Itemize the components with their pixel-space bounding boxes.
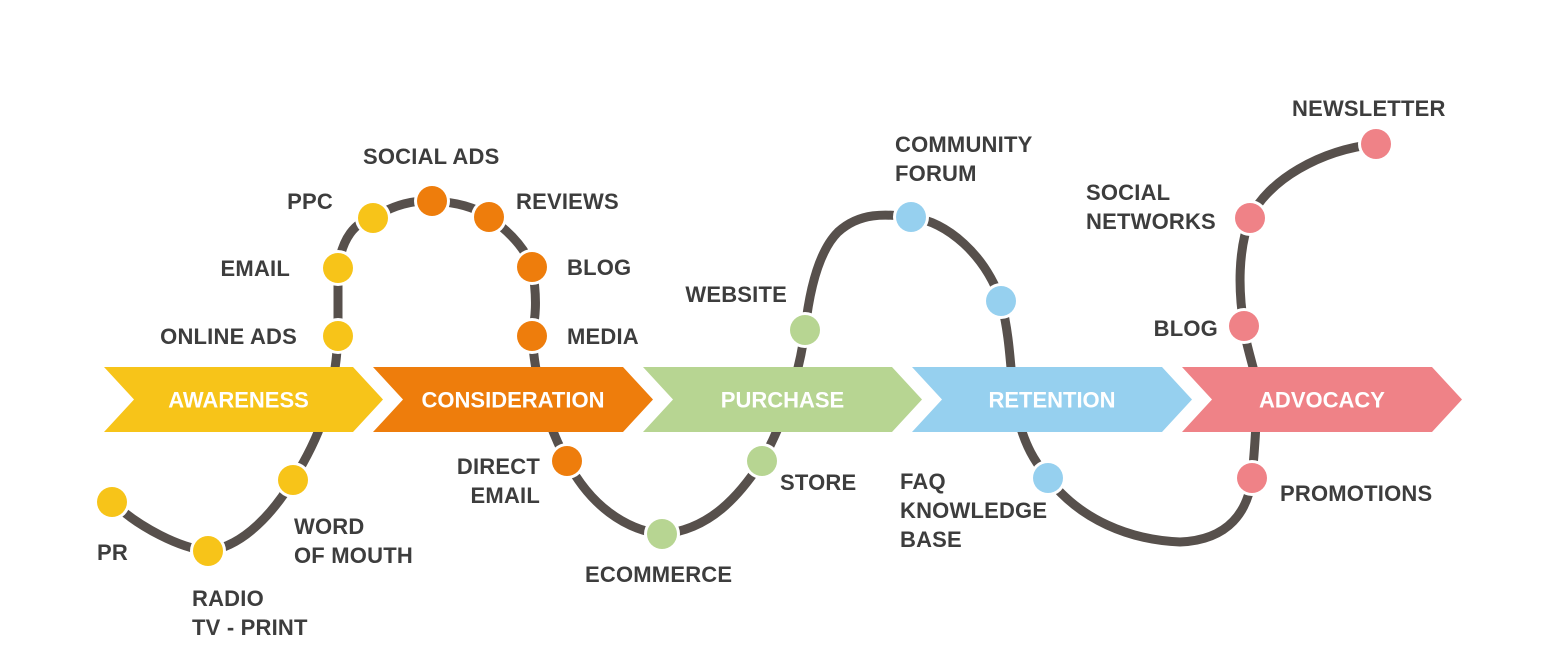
touchpoint-label-line: REVIEWS (516, 189, 619, 214)
touchpoint-label-line: WORD (294, 514, 364, 539)
touchpoint-label-line: EMAIL (221, 256, 290, 281)
touchpoint-dot-social-ads (417, 186, 447, 216)
touchpoint-label-line: STORE (780, 470, 856, 495)
stage-label-retention: RETENTION (988, 388, 1115, 413)
touchpoint-dot-faq (1033, 463, 1063, 493)
touchpoint-label-line: SOCIAL (1086, 180, 1170, 205)
stage-arrows: AWARENESS CONSIDERATION PURCHASE RETENTION A… (104, 367, 1462, 432)
touchpoint-dots (94, 126, 1394, 569)
touchpoint-label-website: WEBSITE (685, 282, 787, 307)
touchpoint-label-line: COMMUNITY (895, 132, 1033, 157)
touchpoint-dot-website (790, 315, 820, 345)
touchpoint-label-email: EMAIL (221, 256, 290, 281)
stage-arrow-awareness (104, 367, 383, 432)
stage-label-advocacy: ADVOCACY (1259, 388, 1385, 413)
stage-arrow-consideration (373, 367, 653, 432)
touchpoint-dot-email (323, 253, 353, 283)
touchpoint-label-radio: RADIO TV - PRINT (192, 586, 308, 640)
stage-label-awareness: AWARENESS (168, 388, 309, 413)
touchpoint-label-media: MEDIA (567, 324, 639, 349)
touchpoint-label-blog-advocacy: BLOG (1154, 316, 1218, 341)
stage-arrow-purchase (643, 367, 922, 432)
touchpoint-label-line: FAQ (900, 469, 946, 494)
touchpoint-label-line: TV - PRINT (192, 615, 308, 640)
touchpoint-label-line: DIRECT (457, 454, 540, 479)
touchpoint-label-line: NETWORKS (1086, 209, 1216, 234)
touchpoint-dot-blog-consideration (517, 252, 547, 282)
touchpoint-label-line: PROMOTIONS (1280, 481, 1432, 506)
touchpoint-label-promotions: PROMOTIONS (1280, 481, 1432, 506)
touchpoint-label-store: STORE (780, 470, 856, 495)
touchpoint-label-reviews: REVIEWS (516, 189, 619, 214)
touchpoint-label-line: FORUM (895, 161, 977, 186)
touchpoint-label-line: ECOMMERCE (585, 562, 732, 587)
touchpoint-dot-radio (193, 536, 223, 566)
touchpoint-label-pr: PR (97, 540, 128, 565)
touchpoint-label-blog-consideration: BLOG (567, 255, 631, 280)
touchpoint-dot-pr (97, 487, 127, 517)
touchpoint-label-ecommerce: ECOMMERCE (585, 562, 732, 587)
touchpoint-labels: PR RADIO TV - PRINT WORD OF MOUTH ONLINE ADS E… (97, 96, 1446, 640)
stage-label-consideration: CONSIDERATION (422, 388, 605, 413)
touchpoint-label-online-ads: ONLINE ADS (160, 324, 297, 349)
touchpoint-label-word-of-mouth: WORD OF MOUTH (294, 514, 413, 568)
stage-arrow-advocacy (1182, 367, 1462, 432)
touchpoint-dot-social-networks (1235, 203, 1265, 233)
touchpoint-label-line: PR (97, 540, 128, 565)
touchpoint-label-social-ads: SOCIAL ADS (363, 144, 499, 169)
touchpoint-dot-reviews (474, 202, 504, 232)
touchpoint-label-social-networks: SOCIAL NETWORKS (1086, 180, 1216, 234)
touchpoint-dot-ecommerce (647, 519, 677, 549)
touchpoint-label-line: KNOWLEDGE (900, 498, 1047, 523)
stage-arrow-retention (912, 367, 1192, 432)
touchpoint-label-line: WEBSITE (685, 282, 787, 307)
touchpoint-label-line: PPC (287, 189, 333, 214)
touchpoint-label-line: RADIO (192, 586, 264, 611)
touchpoint-label-line: MEDIA (567, 324, 639, 349)
touchpoint-dot-blog-advocacy (1229, 311, 1259, 341)
touchpoint-dot-media (517, 321, 547, 351)
touchpoint-label-ppc: PPC (287, 189, 333, 214)
touchpoint-label-community-forum: COMMUNITY FORUM (895, 132, 1033, 186)
touchpoint-label-line: ONLINE ADS (160, 324, 297, 349)
touchpoint-label-line: OF MOUTH (294, 543, 413, 568)
touchpoint-dot-retention-unlabeled (986, 286, 1016, 316)
touchpoint-dot-direct-email (552, 446, 582, 476)
stage-label-purchase: PURCHASE (721, 388, 844, 413)
touchpoint-dot-ppc (358, 203, 388, 233)
touchpoint-label-faq: FAQ KNOWLEDGE BASE (900, 469, 1047, 552)
touchpoint-label-line: BLOG (1154, 316, 1218, 341)
touchpoint-dot-community-forum (896, 202, 926, 232)
touchpoint-dot-online-ads (323, 321, 353, 351)
touchpoint-label-line: SOCIAL ADS (363, 144, 499, 169)
touchpoint-label-line: BASE (900, 527, 962, 552)
touchpoint-dot-promotions (1237, 463, 1267, 493)
touchpoint-dot-word-of-mouth (278, 465, 308, 495)
touchpoint-label-line: BLOG (567, 255, 631, 280)
touchpoint-label-line: NEWSLETTER (1292, 96, 1446, 121)
touchpoint-label-direct-email: DIRECT EMAIL (457, 454, 540, 508)
touchpoint-dot-store (747, 446, 777, 476)
touchpoint-label-newsletter: NEWSLETTER (1292, 96, 1446, 121)
touchpoint-dot-newsletter (1361, 129, 1391, 159)
touchpoint-label-line: EMAIL (471, 483, 540, 508)
